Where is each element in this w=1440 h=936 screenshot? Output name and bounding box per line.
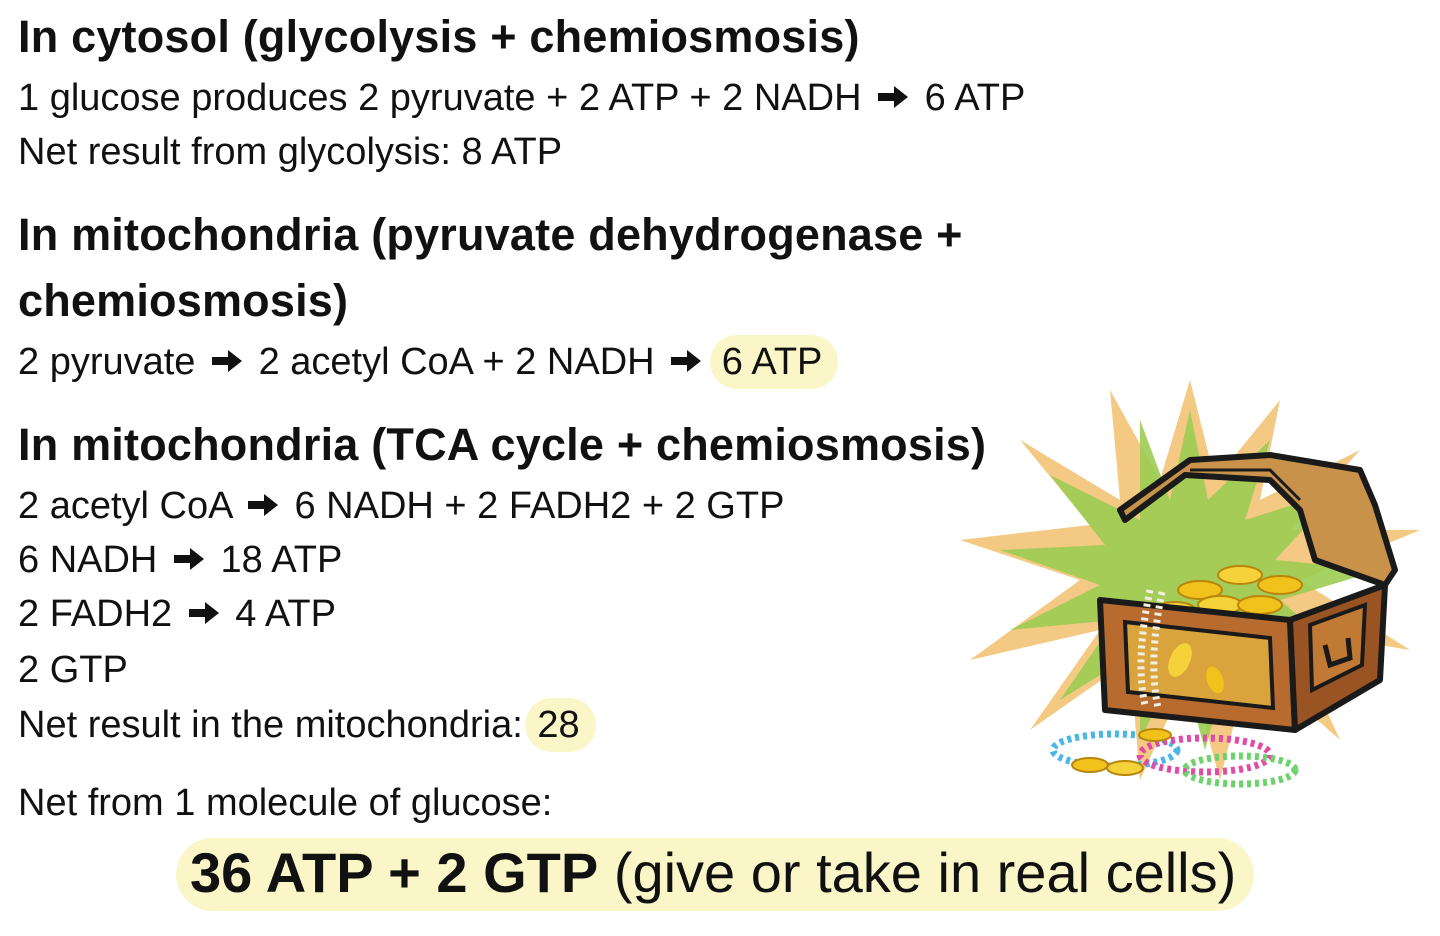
pdh-result-highlight: 6 ATP xyxy=(709,335,839,389)
loose-coins xyxy=(1071,728,1172,776)
net-total-note: (give or take in real cells) xyxy=(613,841,1237,904)
cytosol-line-1-result: 6 ATP xyxy=(924,77,1026,119)
pdh-line-1: 2 pyruvate 2 acetyl CoA + 2 NADH 6 ATP xyxy=(18,335,839,389)
net-total-bold: 36 ATP + 2 GTP xyxy=(190,841,599,904)
tca-line-4: 2 GTP xyxy=(18,649,128,691)
pearl-necklace xyxy=(1137,589,1166,709)
arrow-right-icon xyxy=(878,85,909,108)
tca-line-2-b: 18 ATP xyxy=(220,539,343,581)
chest-body xyxy=(1097,582,1388,733)
heading-pdh-line-1: In mitochondria (pyruvate dehydrogenase … xyxy=(18,209,963,260)
tca-line-2: 6 NADH 18 ATP xyxy=(18,539,343,582)
net-label: Net from 1 molecule of glucose: xyxy=(18,782,553,824)
arrow-right-icon xyxy=(188,601,219,624)
arrow-right-icon xyxy=(247,493,278,516)
tca-line-5: Net result in the mitochondria: 28 xyxy=(18,698,596,752)
heading-cytosol: In cytosol (glycolysis + chemiosmosis) xyxy=(18,11,860,62)
cytosol-line-1: 1 glucose produces 2 pyruvate + 2 ATP + … xyxy=(18,77,1026,120)
pdh-line-1-a: 2 pyruvate xyxy=(18,341,196,383)
tca-line-5-a: Net result in the mitochondria: xyxy=(18,704,523,746)
arrow-right-icon xyxy=(173,547,204,570)
tca-line-3-a: 2 FADH2 xyxy=(18,593,173,635)
tca-line-1: 2 acetyl CoA 6 NADH + 2 FADH2 + 2 GTP xyxy=(18,485,785,528)
net-total: 36 ATP + 2 GTP (give or take in real cel… xyxy=(176,838,1255,911)
arrow-right-icon xyxy=(671,349,702,372)
heading-pdh-line-2: chemiosmosis) xyxy=(18,275,349,326)
pdh-line-1-b: 2 acetyl CoA + 2 NADH xyxy=(258,341,655,383)
burst-inner xyxy=(1000,410,1380,750)
arrow-right-icon xyxy=(212,349,243,372)
tca-line-1-a: 2 acetyl CoA xyxy=(18,485,232,527)
tca-line-1-b: 6 NADH + 2 FADH2 + 2 GTP xyxy=(294,485,785,527)
tca-line-3: 2 FADH2 4 ATP xyxy=(18,593,336,636)
mitochondria-result-highlight: 28 xyxy=(525,698,596,752)
cytosol-line-1-text: 1 glucose produces 2 pyruvate + 2 ATP + … xyxy=(18,77,862,119)
chest-lid xyxy=(1117,452,1398,588)
heading-tca: In mitochondria (TCA cycle + chemiosmosi… xyxy=(18,419,987,470)
treasure-chest-icon xyxy=(960,380,1420,788)
tca-line-2-a: 6 NADH xyxy=(18,539,158,581)
tca-line-3-b: 4 ATP xyxy=(235,593,336,635)
cytosol-line-2: Net result from glycolysis: 8 ATP xyxy=(18,131,563,173)
